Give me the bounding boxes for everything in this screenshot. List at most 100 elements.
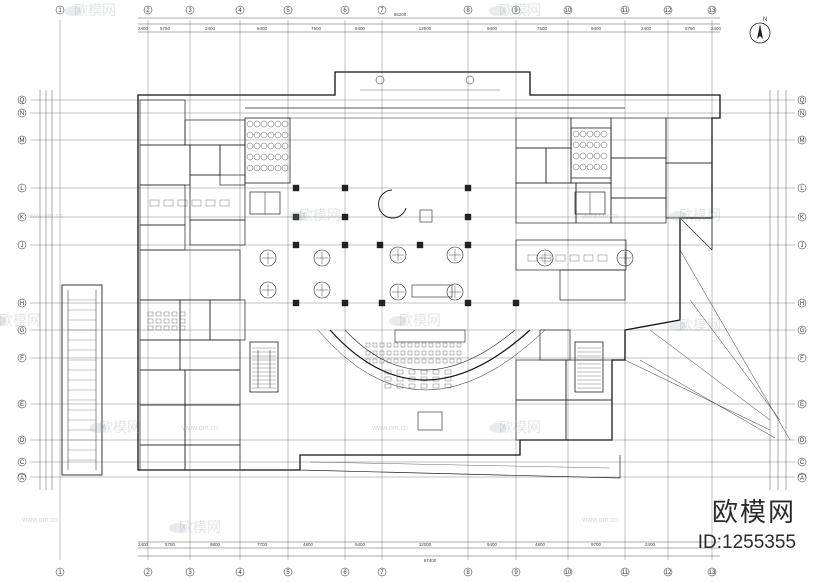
axis-row-label: G xyxy=(20,328,25,334)
axis-row-label: C xyxy=(800,460,805,466)
auditorium-seat xyxy=(456,358,462,364)
seat xyxy=(163,318,170,324)
axis-row-label: A xyxy=(800,476,804,482)
garden-court-left xyxy=(244,117,291,184)
auditorium-seat xyxy=(432,369,440,375)
seat xyxy=(171,318,178,324)
desk xyxy=(583,254,594,262)
planting xyxy=(600,130,608,138)
seat xyxy=(163,325,170,331)
dimension-value: 2400 xyxy=(645,542,656,547)
column xyxy=(292,241,300,249)
planting xyxy=(246,131,254,139)
auditorium-seat xyxy=(432,376,440,382)
planting xyxy=(260,131,268,139)
axis-bubble xyxy=(17,325,27,335)
watermark-logo-icon xyxy=(489,423,507,433)
planting xyxy=(600,163,608,171)
axis-col-label: 11 xyxy=(622,570,629,576)
desk xyxy=(191,199,202,207)
room xyxy=(219,144,246,186)
north-arrow-circle xyxy=(749,22,771,44)
room xyxy=(139,369,186,406)
room xyxy=(139,224,186,251)
room xyxy=(665,117,713,164)
watermark-logo-icon xyxy=(669,211,687,221)
axis-bubble xyxy=(797,95,807,105)
axis-col-label: 13 xyxy=(709,570,716,576)
auditorium-seat xyxy=(393,358,399,364)
axis-bubble xyxy=(797,473,807,483)
dimension-value: 5750 xyxy=(160,26,171,31)
curved-wall-inner xyxy=(344,329,516,371)
axis-bubble xyxy=(620,5,630,15)
planting xyxy=(593,152,601,160)
auditorium-seat xyxy=(456,350,462,356)
axis-bubble xyxy=(17,183,27,193)
watermark-logo-icon xyxy=(289,211,307,221)
ramp-line xyxy=(679,249,791,441)
watermark-text: 欧模网 xyxy=(499,420,541,436)
axis-row-label: A xyxy=(20,476,24,482)
room xyxy=(139,184,186,226)
axis-bubble xyxy=(340,567,350,577)
auditorium-seat xyxy=(379,342,385,348)
dimension-value: 2400 xyxy=(641,26,652,31)
axis-row-label: L xyxy=(20,186,24,192)
planting xyxy=(579,163,587,171)
axis-col-label: 8 xyxy=(466,8,470,14)
light-fixture xyxy=(446,246,464,264)
grid-lines xyxy=(30,17,795,560)
auditorium-seat xyxy=(365,350,371,356)
planting xyxy=(267,142,275,150)
dimension-value: 9400 xyxy=(355,26,366,31)
brand-logo-text: 欧模网 xyxy=(711,498,796,528)
room xyxy=(184,119,246,146)
planting xyxy=(246,142,254,150)
watermark-url: www.om.cn xyxy=(581,213,618,220)
auditorium-seat xyxy=(432,383,440,389)
room xyxy=(184,369,241,406)
planting xyxy=(572,152,580,160)
axis-bubble xyxy=(797,457,807,467)
pedestal xyxy=(419,209,433,223)
planting xyxy=(586,152,594,160)
auditorium-seat xyxy=(420,383,428,389)
auditorium-seat xyxy=(384,369,392,375)
axis-bubble xyxy=(707,567,717,577)
auditorium-seat xyxy=(393,350,399,356)
dimension-value: 7700 xyxy=(257,542,268,547)
light-fixture xyxy=(446,283,464,301)
axis-bubble xyxy=(283,5,293,15)
axis-bubble xyxy=(663,5,673,15)
axis-bubble xyxy=(340,5,350,15)
ramp-line xyxy=(624,359,771,431)
planting xyxy=(253,120,261,128)
auditorium-seat xyxy=(365,358,371,364)
curved-wall-outer xyxy=(317,329,546,391)
seat xyxy=(155,311,162,317)
desk xyxy=(527,254,538,262)
axis-col-label: 9 xyxy=(514,8,518,14)
axis-bubble xyxy=(663,567,673,577)
planting xyxy=(593,130,601,138)
room xyxy=(139,339,181,371)
stair-left xyxy=(249,341,279,393)
planting xyxy=(274,142,282,150)
axis-bubble xyxy=(511,5,521,15)
auditorium-seat xyxy=(386,342,392,348)
auditorium-seat xyxy=(408,383,416,389)
axis-bubble xyxy=(143,5,153,15)
auditorium-seat xyxy=(428,358,434,364)
room xyxy=(139,144,191,186)
seat xyxy=(171,325,178,331)
canopy-column xyxy=(375,75,385,85)
ramp-line xyxy=(639,359,776,439)
auditorium-seat xyxy=(407,358,413,364)
axis-row-label: E xyxy=(20,402,24,408)
axis-bubble xyxy=(55,5,65,15)
watermark-text: 欧模网 xyxy=(74,3,116,19)
desk xyxy=(555,254,566,262)
light-fixture xyxy=(259,281,277,299)
